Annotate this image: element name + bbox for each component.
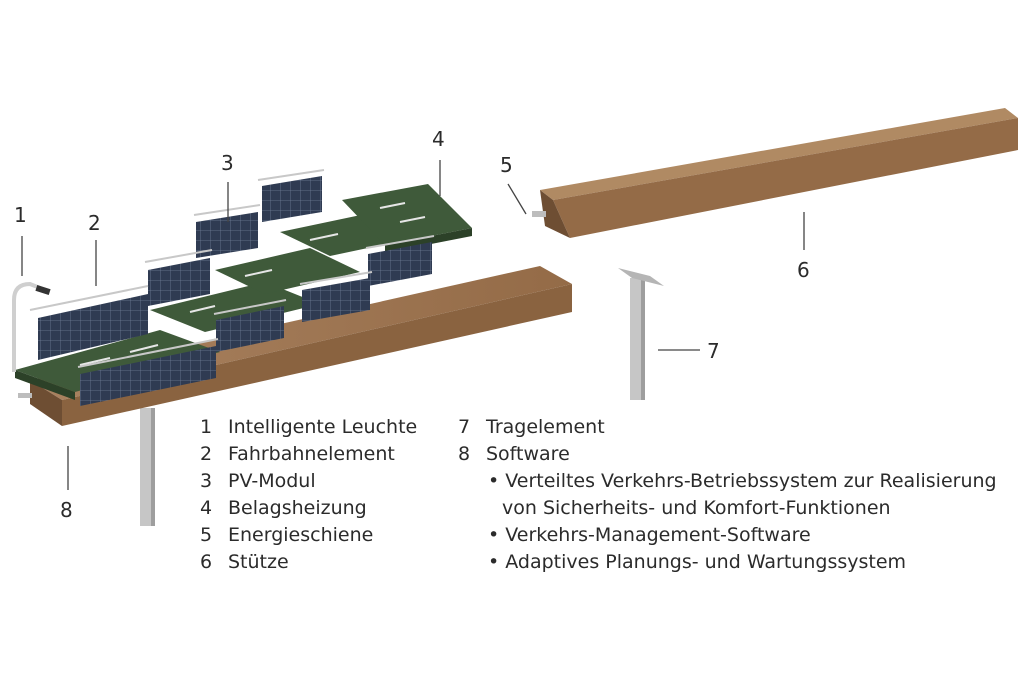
callout-7: 7 xyxy=(707,339,720,363)
callout-4: 4 xyxy=(432,127,445,151)
software-item: • Verteiltes Verkehrs-Betriebssystem zur… xyxy=(488,470,997,492)
software-item: • Verkehrs-Management-Software xyxy=(488,524,811,546)
callout-6: 6 xyxy=(797,258,810,282)
callout-3: 3 xyxy=(221,151,234,175)
separate-support-beam xyxy=(532,108,1018,238)
intelligent-lamp xyxy=(12,281,51,372)
main-deck-column xyxy=(140,408,155,526)
support-column xyxy=(618,268,664,400)
leader-lines xyxy=(21,160,805,490)
main-carrier-beam xyxy=(18,266,572,426)
callout-5: 5 xyxy=(500,153,513,177)
road-deck-plates xyxy=(15,184,472,400)
callout-1: 1 xyxy=(14,203,27,227)
software-item: • Adaptives Planungs- und Wartungssystem xyxy=(488,551,907,573)
callout-8: 8 xyxy=(60,498,73,522)
pv-modules xyxy=(29,169,435,406)
software-item-continuation: von Sicherheits- und Komfort-Funktionen xyxy=(502,497,891,519)
callout-2: 2 xyxy=(88,211,101,235)
